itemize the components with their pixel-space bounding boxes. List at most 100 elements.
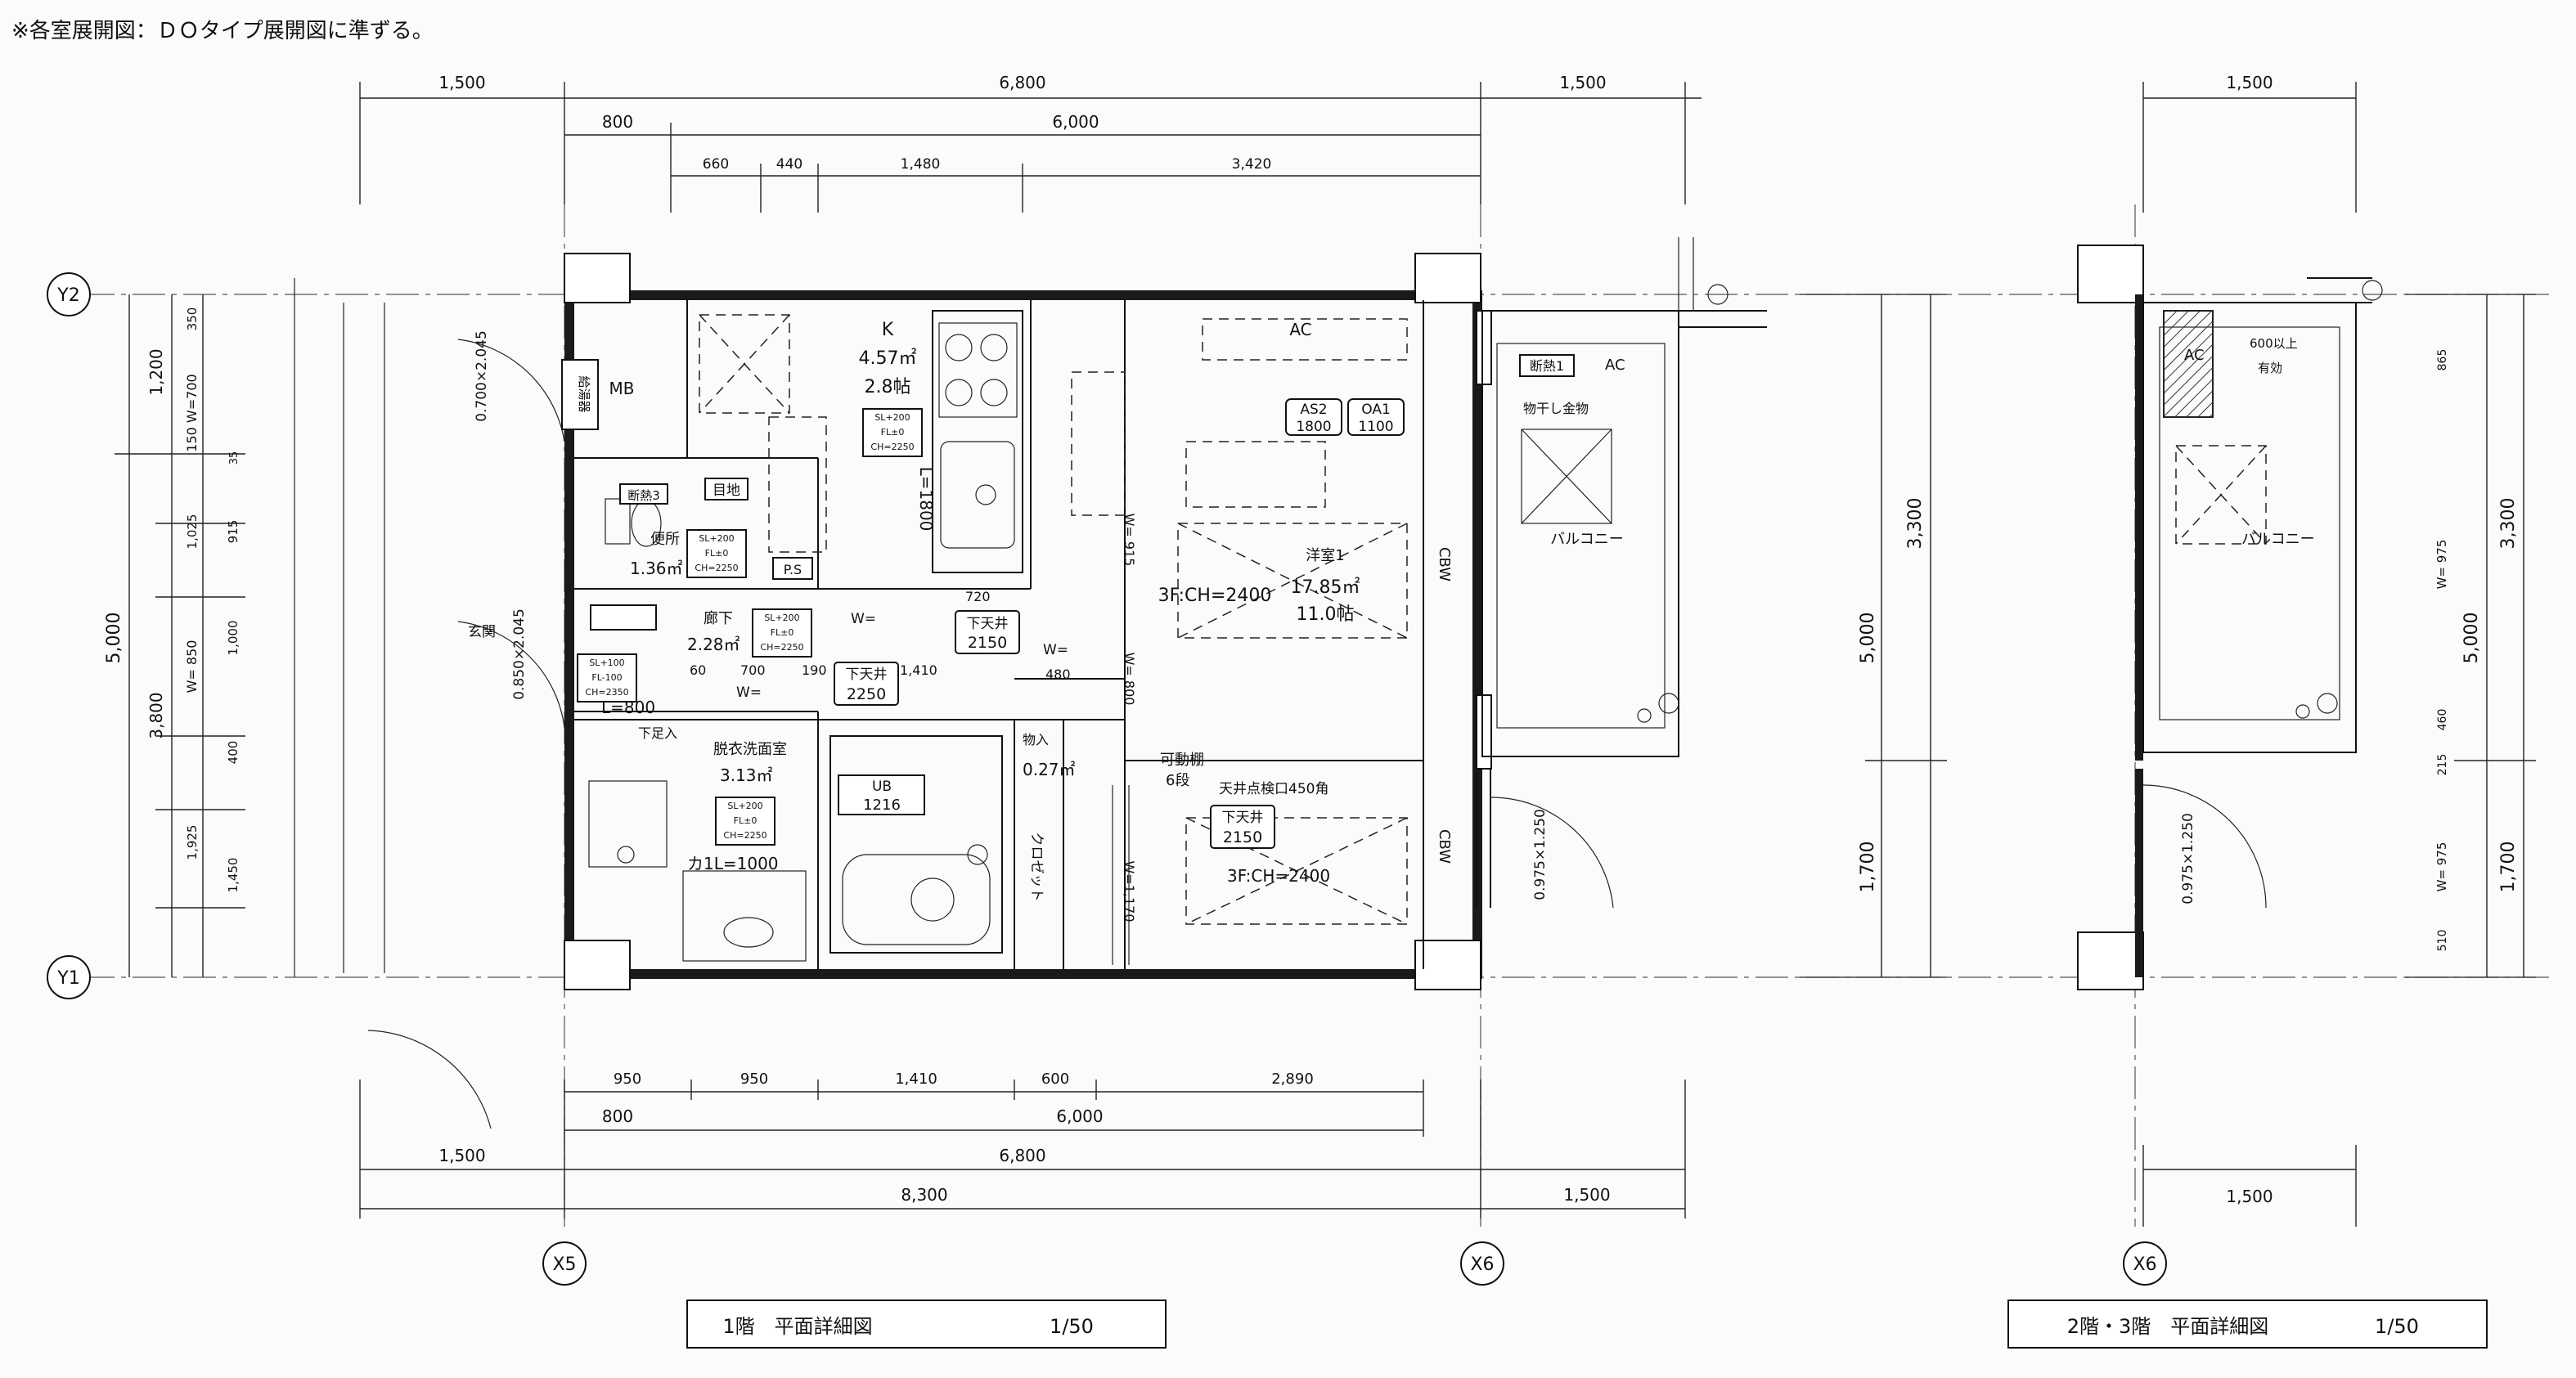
kitchen-fl: FL±0 xyxy=(881,427,905,438)
f2-ac-label: AC xyxy=(2184,347,2205,364)
wash-fl: FL±0 xyxy=(734,815,758,826)
mb-label: MB xyxy=(609,379,635,398)
entrance-ch: CH=2350 xyxy=(585,687,628,698)
insulation-1-label: 断熱1 xyxy=(1530,358,1564,374)
entrance-name: 玄関 xyxy=(468,624,496,640)
dim-bottom-6800: 6,800 xyxy=(999,1146,1045,1165)
f2-dim-215: 215 xyxy=(2436,754,2449,776)
shelf-line2: 6段 xyxy=(1166,772,1189,789)
w190-label: 190 xyxy=(802,662,827,678)
dim-top-660: 660 xyxy=(703,156,729,173)
dim-right-5000: 5,000 xyxy=(1858,613,1878,664)
bathroom-fixtures xyxy=(588,735,1003,962)
lowered-ceiling-3-label: 下天井 xyxy=(1222,810,1264,826)
title-second-floor: 2階・3階 平面詳細図 xyxy=(2067,1315,2269,1338)
dim-bottom-1410: 1,410 xyxy=(895,1071,937,1088)
kitchen-tatami: 2.8帖 xyxy=(865,377,911,397)
f2-dim-3300: 3,300 xyxy=(2498,498,2519,550)
storage-name: 物入 xyxy=(1023,732,1049,747)
first-floor-balcony xyxy=(1476,237,1767,909)
kitchen-fixtures xyxy=(699,310,1023,573)
dim-top-440: 440 xyxy=(776,156,802,173)
lowered-ceiling-1-value: 2150 xyxy=(968,634,1007,652)
f2-over600: 600以上 xyxy=(2250,336,2298,351)
first-floor-walls xyxy=(564,253,1492,990)
left-dimension-lines: 5,000 1,200 3,800 150 W=700 W= 850 1,025… xyxy=(104,278,528,977)
door-swing-entrance xyxy=(457,621,565,729)
dim-left-35: 35 xyxy=(228,451,241,465)
dim-left-w850: W= 850 xyxy=(184,640,200,693)
title-first-floor: 1階 平面詳細図 xyxy=(722,1315,872,1338)
hall-sl: SL+200 xyxy=(764,613,799,623)
entrance-sl: SL+100 xyxy=(589,658,624,668)
door-swing-lower xyxy=(367,1030,492,1129)
f2-dim-1700: 1,700 xyxy=(2498,842,2519,893)
f2-dim-bottom-1500: 1,500 xyxy=(2226,1187,2273,1206)
title-block-second-floor: 2階・3階 平面詳細図 1/50 xyxy=(2007,1299,2488,1349)
w700-label: 700 xyxy=(740,662,766,678)
toilet-area: 1.36㎡ xyxy=(630,559,683,578)
dim-top-800: 800 xyxy=(602,112,633,132)
hall-ch: CH=2250 xyxy=(760,642,803,653)
f2-dim-5000: 5,000 xyxy=(2461,613,2482,664)
w1410-label: 1,410 xyxy=(900,662,937,678)
header-note: ※各室展開図：ＤＯタイプ展開図に準ずる。 xyxy=(11,19,434,43)
w-label-3: W= xyxy=(1043,642,1068,658)
dim-top-6000: 6,000 xyxy=(1052,112,1099,132)
w480-label: 480 xyxy=(1045,667,1071,682)
dim-top-1500a: 1,500 xyxy=(438,73,485,92)
dim-bottom-2890: 2,890 xyxy=(1271,1071,1314,1088)
f2-w975b: W= 975 xyxy=(2434,842,2449,892)
dim-top-1500b: 1,500 xyxy=(1559,73,1606,92)
oa1-value: 1100 xyxy=(1358,419,1393,435)
scale-second-floor: 1/50 xyxy=(2375,1315,2419,1338)
ps-label: P.S xyxy=(784,562,802,577)
shelf-line1: 可動棚 xyxy=(1160,752,1204,769)
western-room-name: 洋室1 xyxy=(1306,547,1344,564)
handrail-label: カ1L=1000 xyxy=(687,854,779,873)
grid-label-x5: X5 xyxy=(552,1255,576,1275)
title-block-first-floor: 1階 平面詳細図 1/50 xyxy=(686,1299,1167,1349)
dim-bottom-950a: 950 xyxy=(614,1071,641,1088)
dim-bottom-1500b: 1,500 xyxy=(1563,1185,1610,1205)
oa1-label: OA1 xyxy=(1361,402,1391,418)
dim-left-350: 350 xyxy=(185,307,200,331)
dim-left-5000: 5,000 xyxy=(104,613,124,664)
f2-yuko: 有効 xyxy=(2258,361,2282,375)
w-label-1: W= xyxy=(736,685,762,701)
hall-fl: FL±0 xyxy=(771,627,794,638)
bottom-dimension-lines: 950 950 1,410 600 2,890 800 6,000 1,500 … xyxy=(359,1071,1686,1219)
western-room-area: 17.85㎡ xyxy=(1291,577,1360,598)
w915-label: W= 915 xyxy=(1122,514,1137,567)
cbw-label-1: CBW xyxy=(1436,547,1453,581)
dim-right-3300: 3,300 xyxy=(1905,498,1926,550)
f2-door-size: 0.975×1.250 xyxy=(2180,813,2196,904)
ac-label-1f: AC xyxy=(1289,320,1311,339)
f2-w975: W= 975 xyxy=(2434,540,2449,590)
right-dimension-lines-1f: 3,300 5,000 1,700 xyxy=(1800,294,1947,978)
dim-left-1025: 1,025 xyxy=(185,514,200,550)
kitchen-area: 4.57㎡ xyxy=(859,348,917,369)
f2-dim-460: 460 xyxy=(2436,709,2449,731)
w800-label: W= 800 xyxy=(1122,653,1137,706)
w60-label: 60 xyxy=(690,662,706,678)
w1170-label: W=1,170 xyxy=(1122,860,1137,922)
lowered-ceiling-2-label: 下天井 xyxy=(846,667,888,683)
first-floor-labels: K 4.57㎡ 2.8帖 洋室1 17.85㎡ 11.0帖 3F:CH=2400… xyxy=(468,320,1625,922)
dim-left-1200: 1,200 xyxy=(146,348,166,395)
toilet-name: 便所 xyxy=(650,531,680,548)
w720-label: 720 xyxy=(965,589,991,604)
dim-bottom-950b: 950 xyxy=(740,1071,768,1088)
ceiling-inspection-label: 天井点検口450角 xyxy=(1219,781,1328,797)
grid-markers: Y2 Y1 X5 X6 X6 xyxy=(47,272,2167,1286)
dim-left-3800: 3,800 xyxy=(146,692,166,738)
water-heater-label: 給湯器 xyxy=(577,375,591,412)
ac-label-balcony: AC xyxy=(1605,357,1625,374)
closet-name: クロゼット xyxy=(1028,833,1045,902)
balcony-name-1f: バルコニー xyxy=(1550,531,1624,548)
hall-name: 廊下 xyxy=(704,610,733,627)
dim-left-1000: 1,000 xyxy=(226,621,241,656)
as2-label: AS2 xyxy=(1300,402,1327,418)
ub-label: UB xyxy=(872,779,892,795)
western-room-tatami: 11.0帖 xyxy=(1297,604,1355,625)
